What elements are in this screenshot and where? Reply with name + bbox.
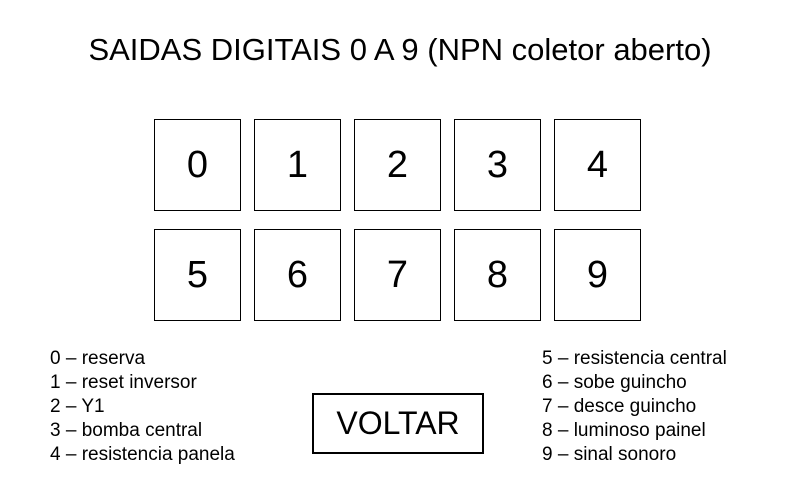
legend-item-5: 5 – resistencia central [542,348,727,369]
legend-item-3: 3 – bomba central [50,420,203,441]
output-legend-right: 5 – resistencia central 6 – sobe guincho… [542,347,727,467]
output-button-7[interactable]: 7 [354,229,441,321]
output-button-1[interactable]: 1 [254,119,341,211]
legend-item-7: 7 – desce guincho [542,396,697,417]
output-button-4[interactable]: 4 [554,119,641,211]
output-legend-left: 0 – reserva 1 – reset inversor 2 – Y1 3 … [50,347,235,467]
output-button-6[interactable]: 6 [254,229,341,321]
output-button-3[interactable]: 3 [454,119,541,211]
output-button-8[interactable]: 8 [454,229,541,321]
back-button[interactable]: VOLTAR [312,393,484,454]
output-button-0[interactable]: 0 [154,119,241,211]
output-button-grid: 0 1 2 3 4 5 6 7 8 9 [154,119,641,321]
legend-item-4: 4 – resistencia panela [50,444,235,465]
output-button-9[interactable]: 9 [554,229,641,321]
legend-item-9: 9 – sinal sonoro [542,444,677,465]
legend-item-6: 6 – sobe guincho [542,372,687,393]
legend-item-2: 2 – Y1 [50,396,105,417]
output-button-5[interactable]: 5 [154,229,241,321]
legend-item-0: 0 – reserva [50,348,146,369]
output-button-2[interactable]: 2 [354,119,441,211]
legend-item-1: 1 – reset inversor [50,372,197,393]
legend-item-8: 8 – luminoso painel [542,420,706,441]
page-title: SAIDAS DIGITAIS 0 A 9 (NPN coletor abert… [88,32,712,67]
